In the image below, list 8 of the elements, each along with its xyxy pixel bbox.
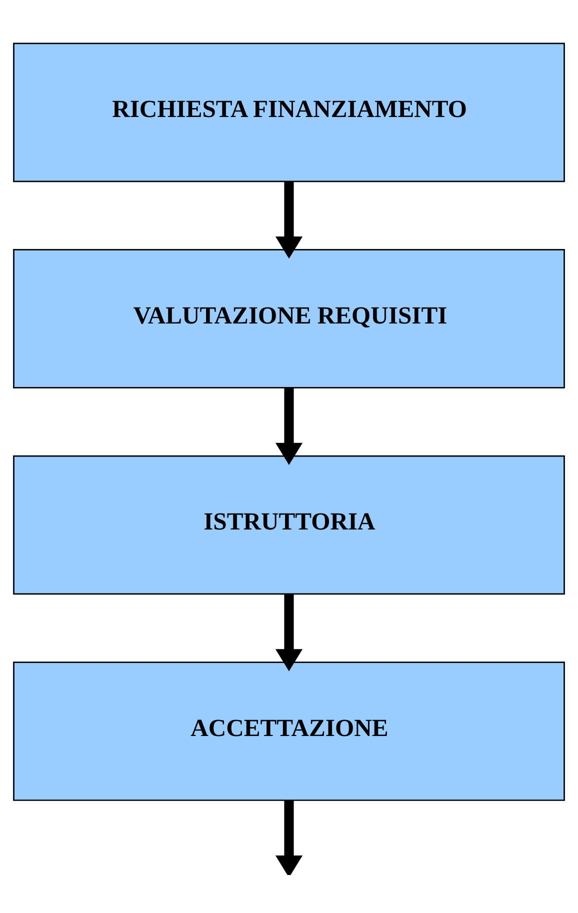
arrow (275, 388, 303, 465)
node-box: RICHIESTA FINANZIAMENTO (13, 42, 565, 182)
node-box: ISTRUTTORIA (13, 455, 565, 595)
arrow (275, 182, 303, 259)
arrow (275, 594, 303, 672)
node-box: ACCETTAZIONE (13, 662, 565, 801)
arrow (275, 800, 303, 875)
node-box: VALUTAZIONE REQUISITI (13, 249, 565, 388)
